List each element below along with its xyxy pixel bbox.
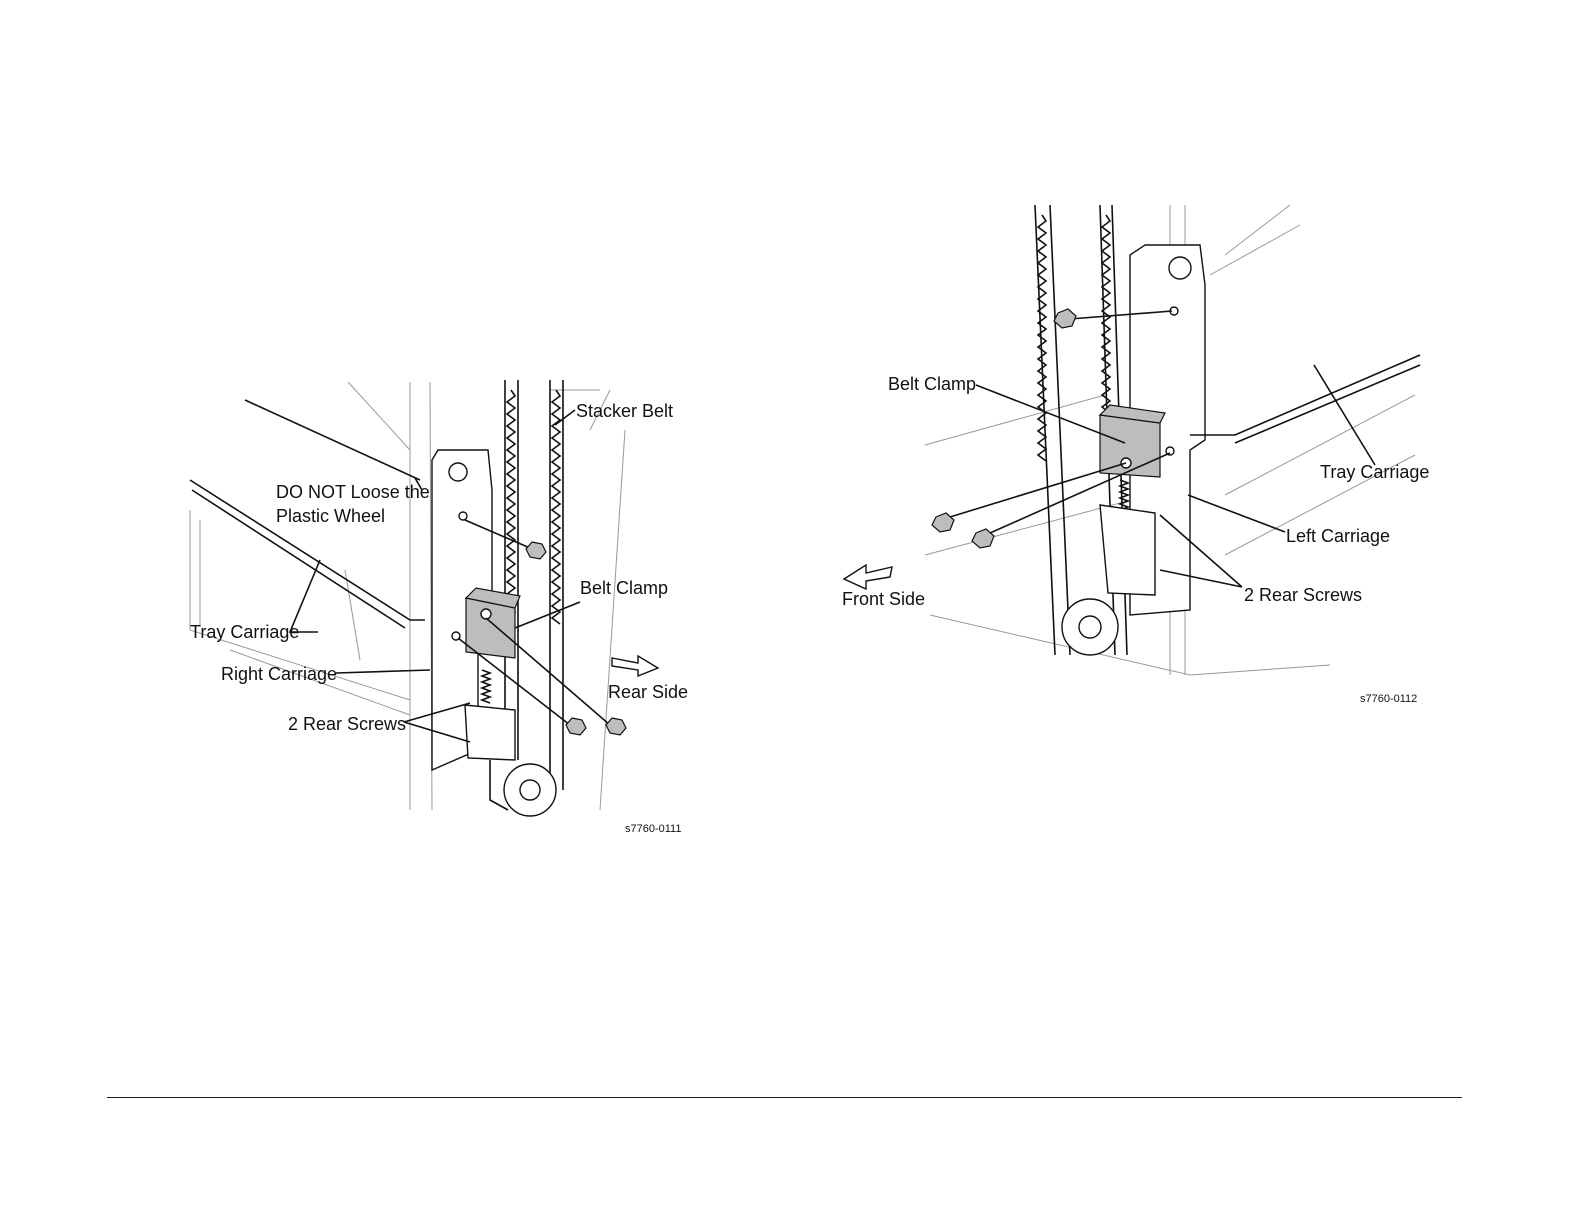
- label-rear-screws: 2 Rear Screws: [1244, 585, 1362, 605]
- plastic-wheel: [1062, 599, 1118, 655]
- label-rear-screws: 2 Rear Screws: [288, 714, 406, 734]
- figure-code: s7760-0112: [1360, 693, 1417, 705]
- label-belt-clamp: Belt Clamp: [580, 578, 668, 598]
- label-rear-side: Rear Side: [608, 682, 688, 702]
- footer-rule: [107, 1097, 1462, 1098]
- label-belt-clamp: Belt Clamp: [888, 374, 976, 394]
- figure-left-carriage: Belt Clamp Tray Carriage Left Carriage F…: [830, 195, 1430, 710]
- label-do-not-loose-line1: DO NOT Loose the: [276, 482, 430, 502]
- label-tray-carriage: Tray Carriage: [1320, 462, 1429, 482]
- label-stacker-belt: Stacker Belt: [576, 401, 673, 421]
- label-front-side: Front Side: [842, 589, 925, 609]
- plastic-wheel: [490, 760, 556, 816]
- figure-right-carriage: Stacker Belt DO NOT Loose the Plastic Wh…: [170, 370, 700, 840]
- illustration-left-carriage: Belt Clamp Tray Carriage Left Carriage F…: [830, 195, 1430, 710]
- front-side-arrow-icon: [844, 565, 892, 589]
- illustration-right-carriage: Stacker Belt DO NOT Loose the Plastic Wh…: [170, 370, 700, 840]
- label-do-not-loose-line2: Plastic Wheel: [276, 506, 385, 526]
- label-tray-carriage: Tray Carriage: [190, 622, 299, 642]
- label-right-carriage: Right Carriage: [221, 664, 337, 684]
- belt-clamp: [1100, 405, 1165, 477]
- screw-icon: [932, 463, 1126, 532]
- tray-carriage: [1190, 355, 1420, 443]
- figure-code: s7760-0111: [625, 823, 681, 835]
- rear-side-arrow-icon: [612, 656, 658, 676]
- label-left-carriage: Left Carriage: [1286, 526, 1390, 546]
